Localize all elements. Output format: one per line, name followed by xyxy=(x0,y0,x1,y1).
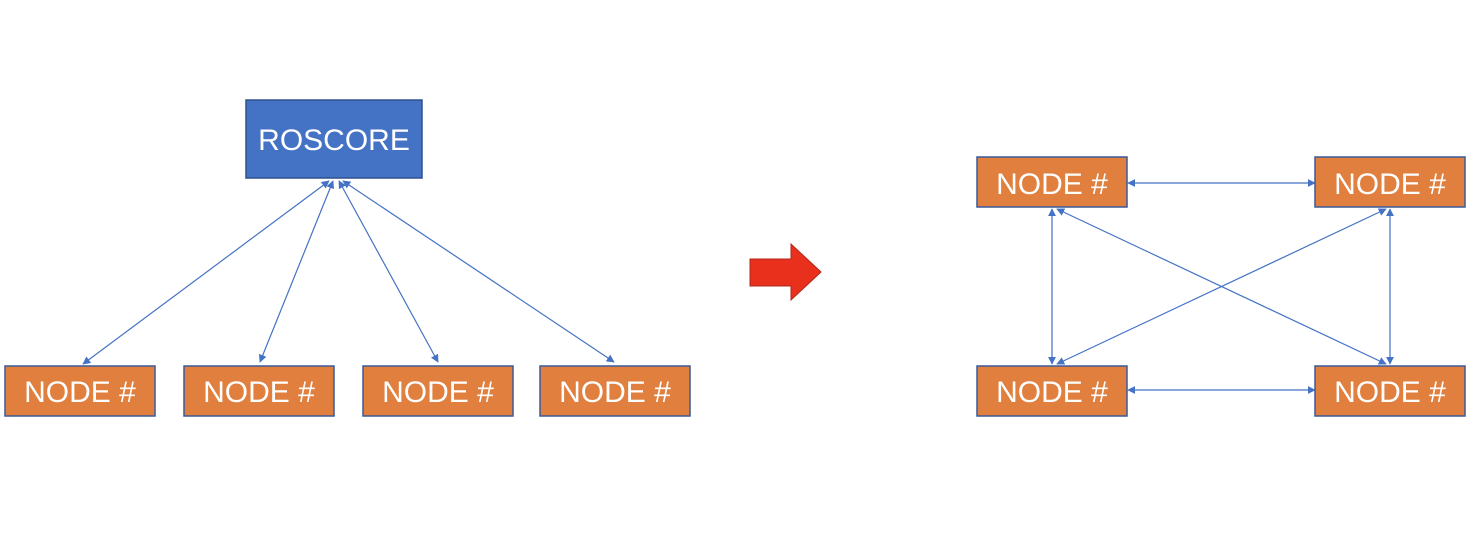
left-node-2-label: NODE # xyxy=(203,376,315,409)
left-node-3: NODE # xyxy=(362,365,514,417)
connector-diagonal-up xyxy=(1056,208,1387,365)
left-node-4: NODE # xyxy=(539,365,691,417)
roscore-box: ROSCORE xyxy=(245,99,423,179)
right-connectors xyxy=(1048,179,1394,394)
right-node-top-left: NODE # xyxy=(976,156,1128,208)
left-node-2: NODE # xyxy=(183,365,335,417)
right-node-top-right-label: NODE # xyxy=(1334,168,1446,201)
right-node-bottom-left-label: NODE # xyxy=(996,376,1108,409)
left-node-1-label: NODE # xyxy=(24,376,136,409)
right-node-top-left-label: NODE # xyxy=(996,168,1108,201)
transition-arrow xyxy=(749,242,822,302)
right-node-bottom-right: NODE # xyxy=(1314,365,1466,417)
right-node-bottom-left: NODE # xyxy=(976,365,1128,417)
connector-core-node-3 xyxy=(338,180,439,363)
right-node-top-right: NODE # xyxy=(1314,156,1466,208)
left-connectors xyxy=(82,180,615,365)
connector-core-node-1 xyxy=(82,180,330,365)
right-node-bottom-right-label: NODE # xyxy=(1334,376,1446,409)
left-node-1: NODE # xyxy=(4,365,156,417)
left-node-4-label: NODE # xyxy=(559,376,671,409)
left-node-3-label: NODE # xyxy=(382,376,494,409)
roscore-label: ROSCORE xyxy=(258,124,410,157)
connector-core-node-2 xyxy=(258,180,335,363)
connector-core-node-4 xyxy=(342,180,615,363)
